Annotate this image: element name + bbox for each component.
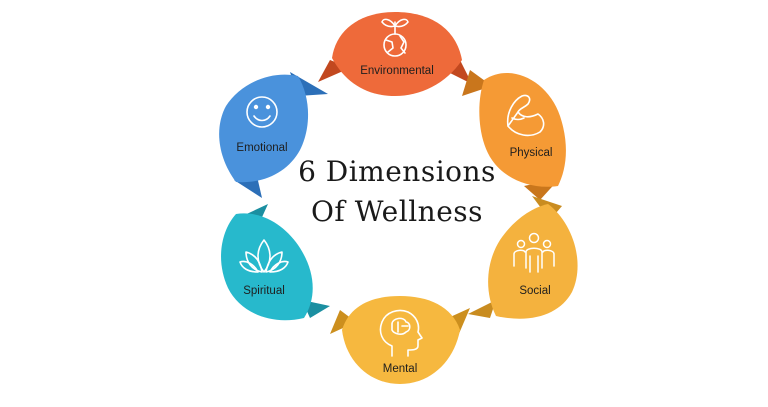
petal-social: Social	[468, 196, 578, 319]
petal-fold-left	[330, 310, 356, 334]
lotus-icon	[239, 239, 289, 273]
petal-physical: Physical	[462, 70, 566, 200]
petal-shape	[332, 12, 462, 96]
globe-sprout-icon	[381, 18, 409, 57]
petal-shape	[488, 204, 578, 319]
petal-label-emotional: Emotional	[236, 142, 287, 154]
petal-fold-right	[448, 308, 470, 336]
petal-fold-top	[462, 70, 492, 96]
petal-label-mental: Mental	[383, 363, 418, 375]
petal-emotional: Emotional	[219, 72, 328, 198]
petal-shape	[479, 72, 566, 187]
petal-shape	[342, 296, 460, 384]
flexed-arm-icon	[506, 94, 545, 137]
head-brain-icon	[379, 309, 423, 357]
petal-environmental: Environmental	[318, 12, 472, 96]
petal-spiritual: Spiritual	[221, 204, 330, 321]
petal-label-social: Social	[519, 285, 550, 297]
smiley-face-icon	[246, 96, 278, 128]
petal-fold-bottom	[468, 300, 496, 318]
petal-label-physical: Physical	[510, 147, 553, 159]
petal-label-spiritual: Spiritual	[243, 285, 285, 297]
title-line-1: 6 Dimensions	[298, 155, 496, 188]
people-group-icon	[513, 232, 555, 273]
title-line-2: Of Wellness	[310, 195, 484, 228]
petal-shape	[219, 74, 309, 183]
diagram-title: 6 Dimensions Of Wellness	[270, 152, 524, 232]
petal-mental: Mental	[330, 296, 470, 384]
petal-label-environmental: Environmental	[360, 65, 434, 77]
